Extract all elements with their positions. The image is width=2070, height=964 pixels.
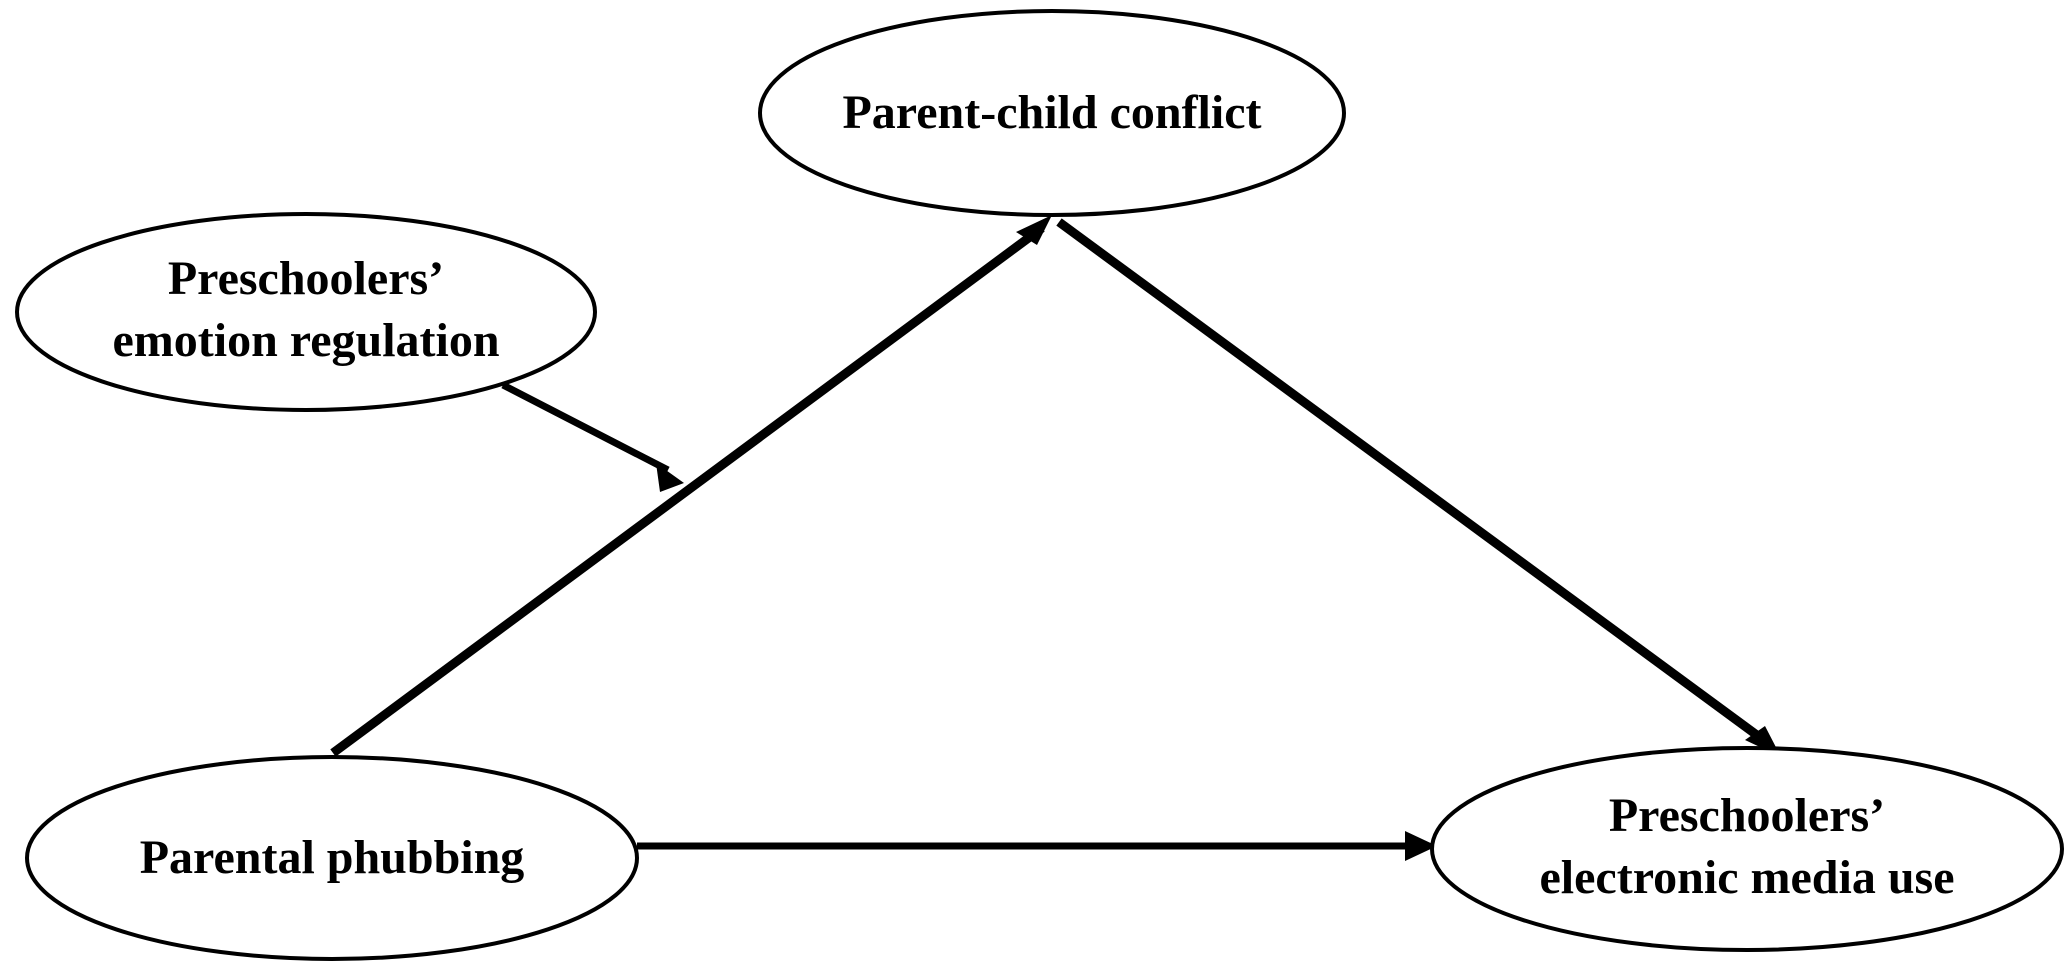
edge-phubbing-to-conflict (330, 215, 1052, 757)
node-parental-phubbing-shape[interactable] (25, 755, 639, 961)
node-preschoolers-electronic-media-use-label-line1: Preschoolers’ (1609, 789, 1885, 842)
node-parent-child-conflict-shape[interactable] (758, 9, 1346, 217)
node-parent-child-conflict-label: Parent-child conflict (842, 86, 1261, 139)
edge-phubbing-to-media-use (637, 831, 1437, 861)
node-preschoolers-emotion-regulation-label-line2: emotion regulation (112, 314, 499, 367)
node-preschoolers-emotion-regulation[interactable]: Preschoolers’ emotion regulation (15, 212, 597, 412)
edge-emotion-regulation-moderation (501, 381, 684, 492)
edge-phubbing-to-conflict-arrowhead (1016, 215, 1052, 245)
node-parent-child-conflict[interactable]: Parent-child conflict (758, 9, 1346, 217)
edge-emotion-regulation-moderation-arrowhead (656, 463, 684, 492)
node-preschoolers-emotion-regulation-shape[interactable] (15, 212, 597, 412)
node-preschoolers-emotion-regulation-label-line1: Preschoolers’ (168, 252, 444, 305)
edge-conflict-to-media-use-line (1056, 218, 1772, 748)
node-preschoolers-electronic-media-use-shape[interactable] (1430, 746, 2064, 952)
node-preschoolers-electronic-media-use-label-line2: electronic media use (1539, 851, 1954, 904)
node-parental-phubbing-label: Parental phubbing (140, 831, 525, 884)
edge-conflict-to-media-use (1056, 218, 1781, 757)
node-parental-phubbing[interactable]: Parental phubbing (25, 755, 639, 961)
edge-phubbing-to-conflict-line (330, 224, 1045, 757)
edge-emotion-regulation-moderation-line (501, 381, 670, 474)
edge-phubbing-to-media-use-arrowhead (1405, 831, 1437, 861)
node-preschoolers-electronic-media-use[interactable]: Preschoolers’ electronic media use (1430, 746, 2064, 952)
